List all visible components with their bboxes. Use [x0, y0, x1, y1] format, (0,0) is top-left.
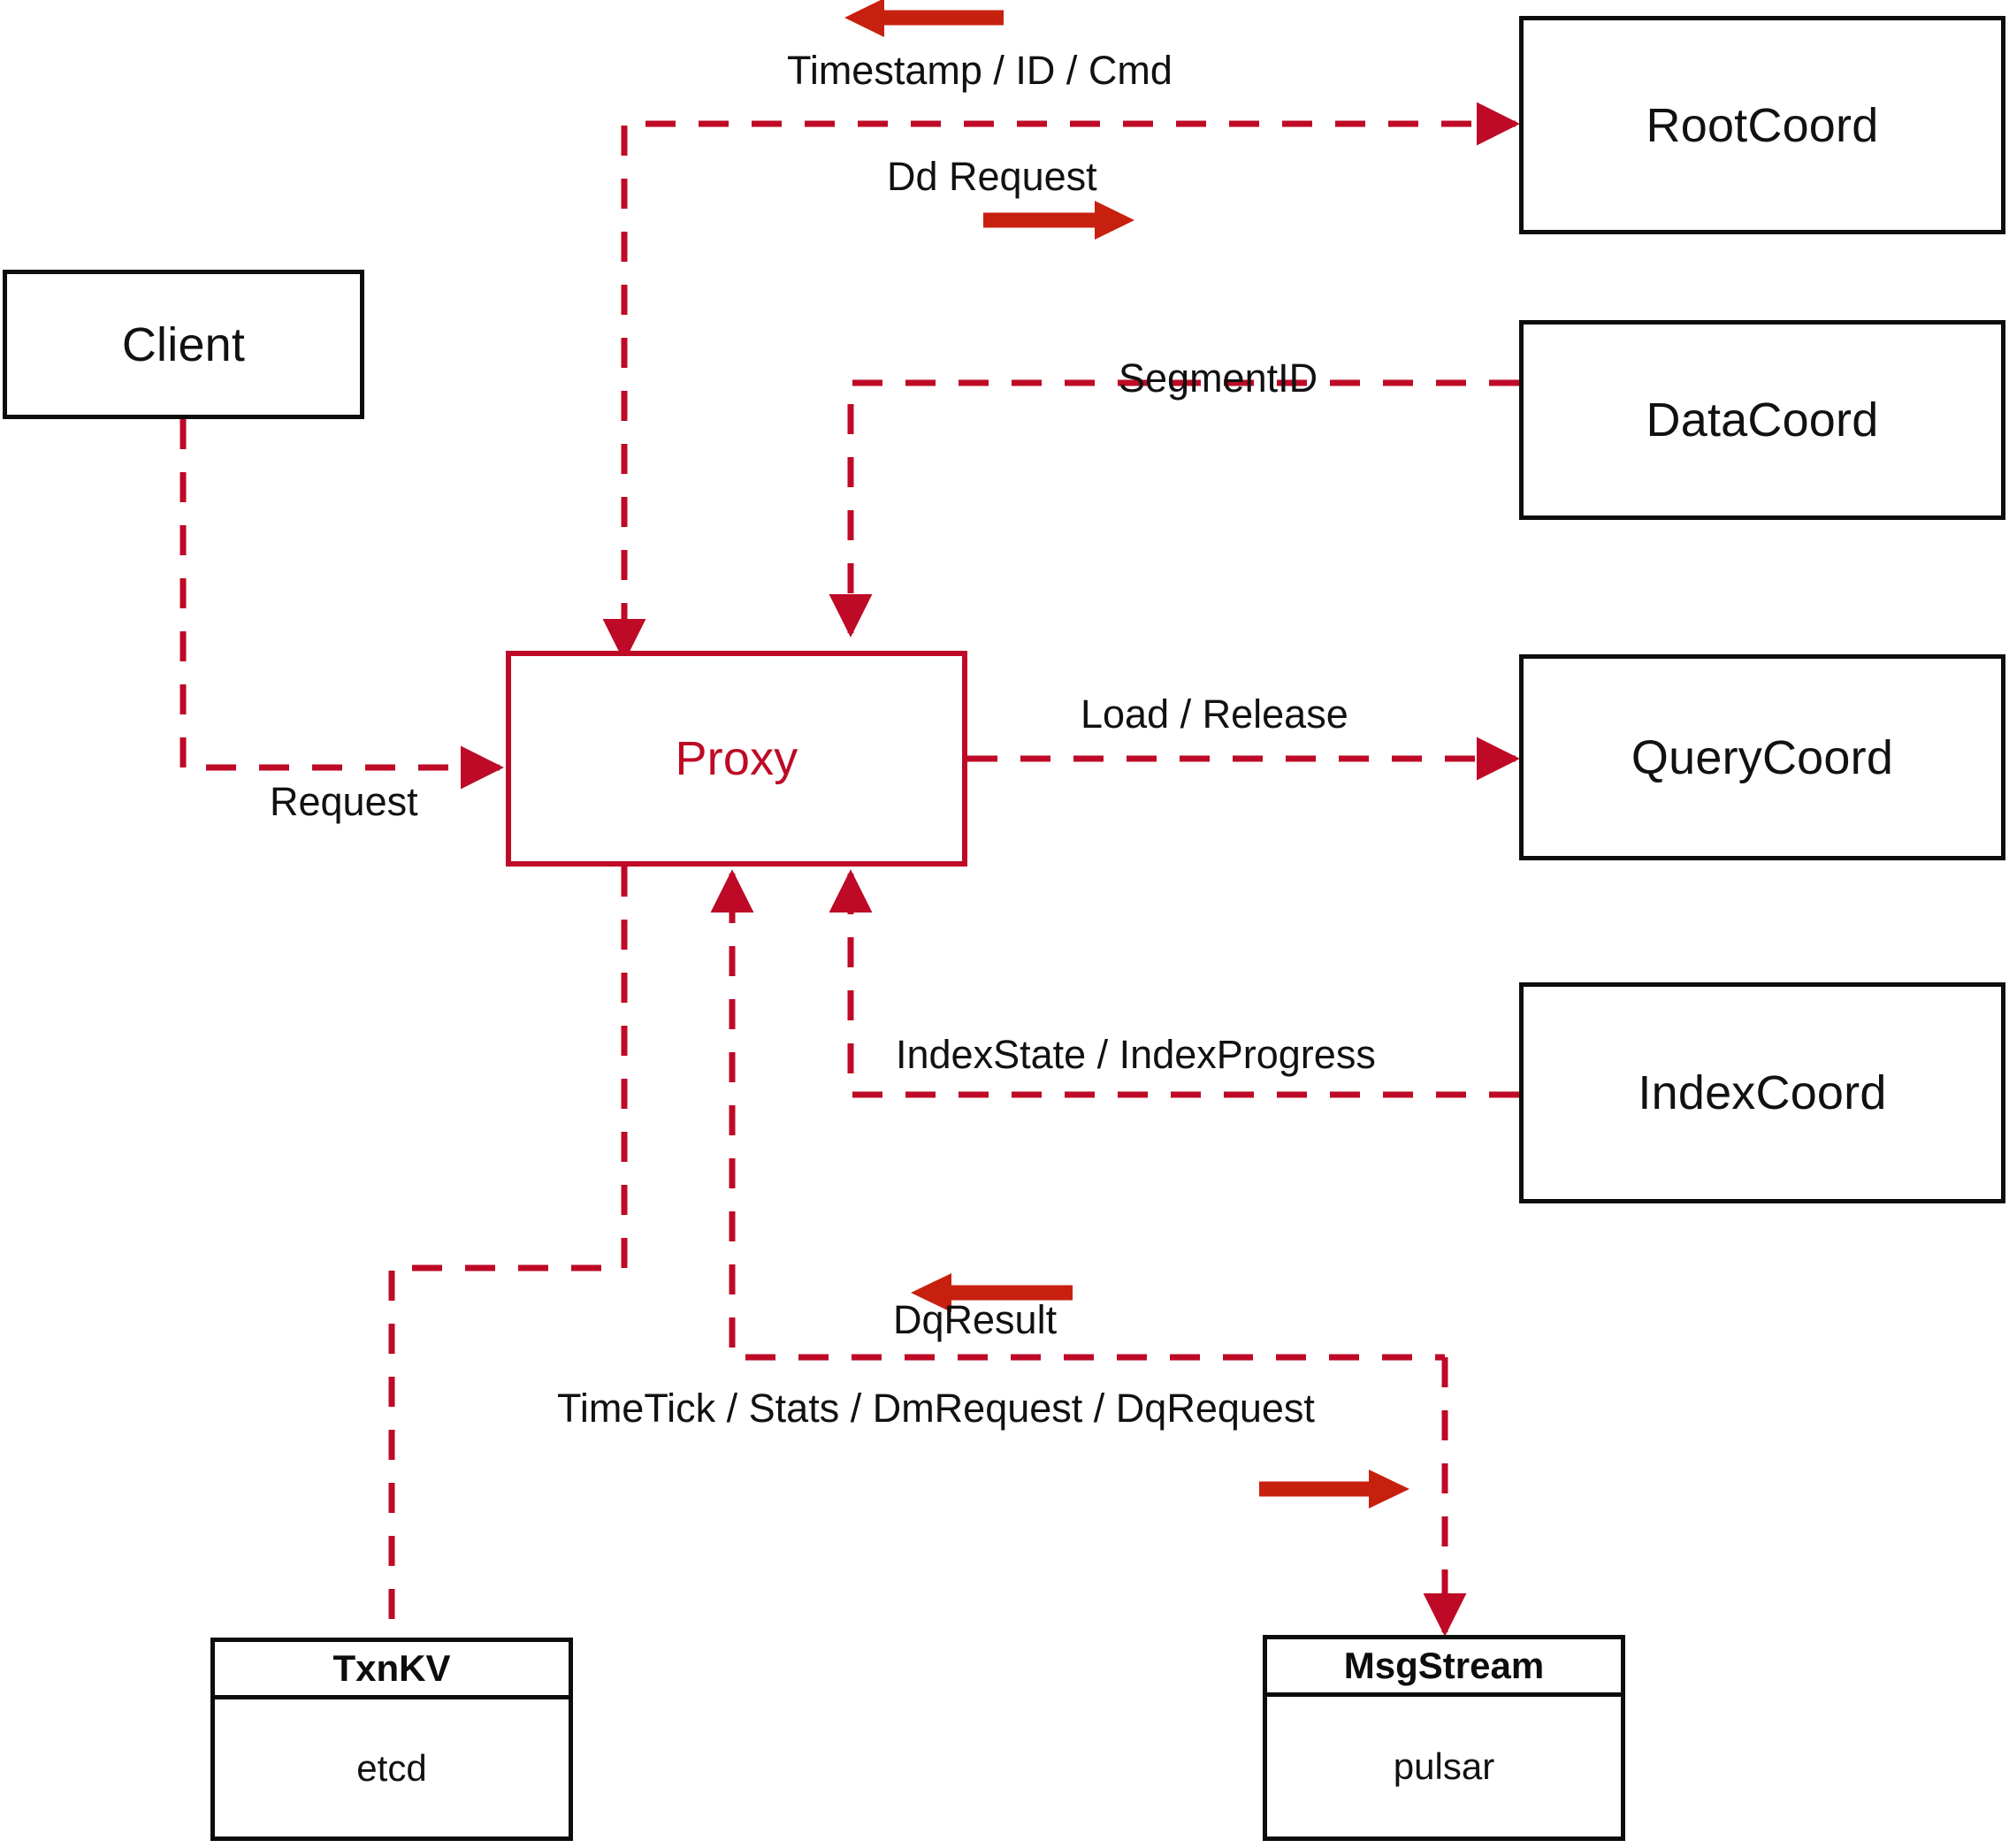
- node-txnkv-body: etcd: [356, 1746, 427, 1789]
- node-msgstream-header: MsgStream: [1267, 1639, 1621, 1697]
- node-querycoord-label: QueryCoord: [1631, 730, 1894, 784]
- node-txnkv-header: TxnKV: [215, 1642, 569, 1699]
- node-msgstream[interactable]: MsgStream pulsar: [1263, 1635, 1625, 1841]
- node-datacoord-label: DataCoord: [1646, 393, 1879, 447]
- edge-label-dq-result: DqResult: [893, 1297, 1058, 1342]
- node-indexcoord[interactable]: IndexCoord: [1519, 982, 2005, 1203]
- edge-label-request: Request: [270, 779, 418, 824]
- node-msgstream-body: pulsar: [1393, 1745, 1495, 1787]
- edge-proxy-to-txnkv: [388, 867, 628, 1638]
- direction-arrow-dqrequest-right: [1259, 1470, 1409, 1508]
- edge-label-dd-request: Dd Request: [887, 154, 1097, 199]
- edge-msgstream-to-proxy: [710, 869, 1445, 1361]
- edge-label-load-release: Load / Release: [1081, 691, 1348, 737]
- node-client[interactable]: Client: [3, 270, 364, 419]
- edge-label-timetick-stats: TimeTick / Stats / DmRequest / DqRequest: [557, 1386, 1315, 1431]
- node-rootcoord-label: RootCoord: [1646, 98, 1879, 152]
- node-querycoord[interactable]: QueryCoord: [1519, 654, 2005, 860]
- node-client-label: Client: [121, 317, 246, 371]
- direction-arrow-dd-request-right: [983, 201, 1134, 240]
- edge-indexcoord-to-proxy: [829, 869, 1519, 1098]
- direction-arrow-dqresult-left: [911, 1273, 1073, 1312]
- edge-label-index-state-progress: IndexState / IndexProgress: [896, 1032, 1376, 1077]
- node-txnkv[interactable]: TxnKV etcd: [210, 1638, 573, 1841]
- direction-arrow-timestamp-left: [844, 0, 1004, 37]
- edge-client-to-proxy: [180, 419, 504, 790]
- node-proxy[interactable]: Proxy: [506, 651, 967, 867]
- edge-label-timestamp-id-cmd: Timestamp / ID / Cmd: [787, 48, 1173, 93]
- node-rootcoord[interactable]: RootCoord: [1519, 16, 2005, 234]
- edge-datacoord-to-proxy: [829, 379, 1519, 638]
- edge-proxy-to-rootcoord: [602, 102, 1520, 662]
- node-indexcoord-label: IndexCoord: [1638, 1066, 1887, 1119]
- node-datacoord[interactable]: DataCoord: [1519, 320, 2005, 520]
- node-proxy-label: Proxy: [675, 732, 798, 785]
- edge-label-segment-id: SegmentID: [1119, 355, 1318, 401]
